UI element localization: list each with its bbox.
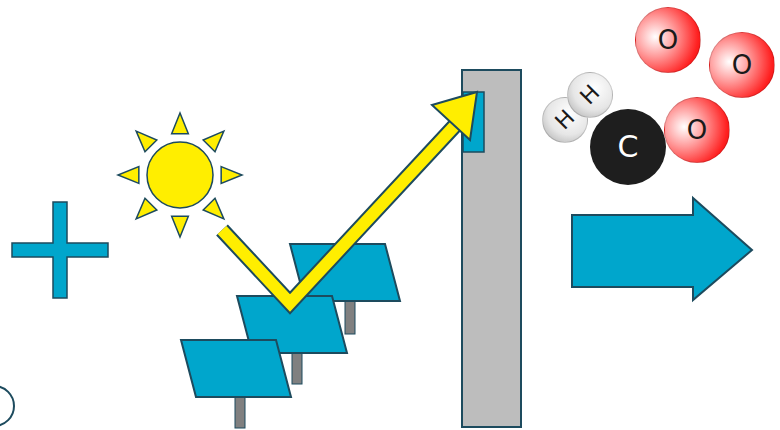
sun-ray	[221, 167, 242, 184]
sun-ray	[136, 131, 157, 152]
light-ray-outline	[222, 118, 462, 303]
atom-symbol: O	[658, 27, 678, 53]
atom-symbol: O	[732, 52, 752, 78]
oxygen-atom: O	[635, 7, 701, 73]
sun-ray	[118, 167, 139, 184]
oxygen-atom: O	[709, 32, 775, 98]
mirror-post	[292, 350, 302, 384]
atom-symbol: O	[687, 117, 707, 143]
mirror-post	[345, 298, 355, 334]
sun-disc	[147, 142, 213, 208]
sun-ray	[136, 198, 157, 219]
output-arrow	[572, 198, 752, 300]
edge-circle	[0, 386, 14, 426]
mirror-post	[235, 395, 245, 428]
atom-symbol: C	[618, 132, 639, 162]
hydrogen-atom: H	[567, 72, 614, 119]
light-arrowhead	[432, 92, 477, 140]
carbon-atom: C	[590, 109, 666, 185]
heliostat-mirror	[181, 340, 291, 397]
plus-sign	[12, 202, 108, 298]
sun-ray	[203, 131, 224, 152]
atom-symbol: H	[576, 81, 603, 108]
oxygen-atom: O	[664, 97, 730, 163]
sun-ray	[203, 198, 224, 219]
sun-ray	[172, 113, 189, 134]
light-ray	[222, 118, 462, 303]
sun-symbol	[118, 113, 242, 237]
sun-ray	[172, 216, 189, 237]
